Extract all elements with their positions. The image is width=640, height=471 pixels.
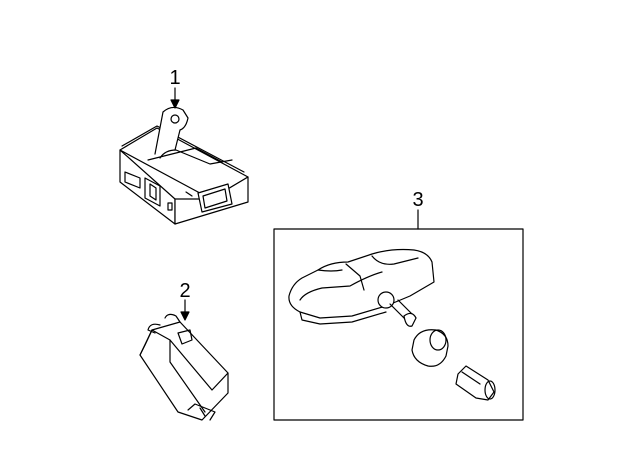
part-3-kit [273, 228, 524, 421]
callout-leaders [170, 87, 419, 321]
kit-frame [273, 228, 524, 421]
callout-label-1: 1 [169, 67, 180, 89]
callout-label-2: 2 [179, 280, 190, 302]
part-2-receiver [139, 313, 229, 421]
callout-label-3: 3 [412, 189, 423, 211]
part-1-module [119, 106, 249, 225]
